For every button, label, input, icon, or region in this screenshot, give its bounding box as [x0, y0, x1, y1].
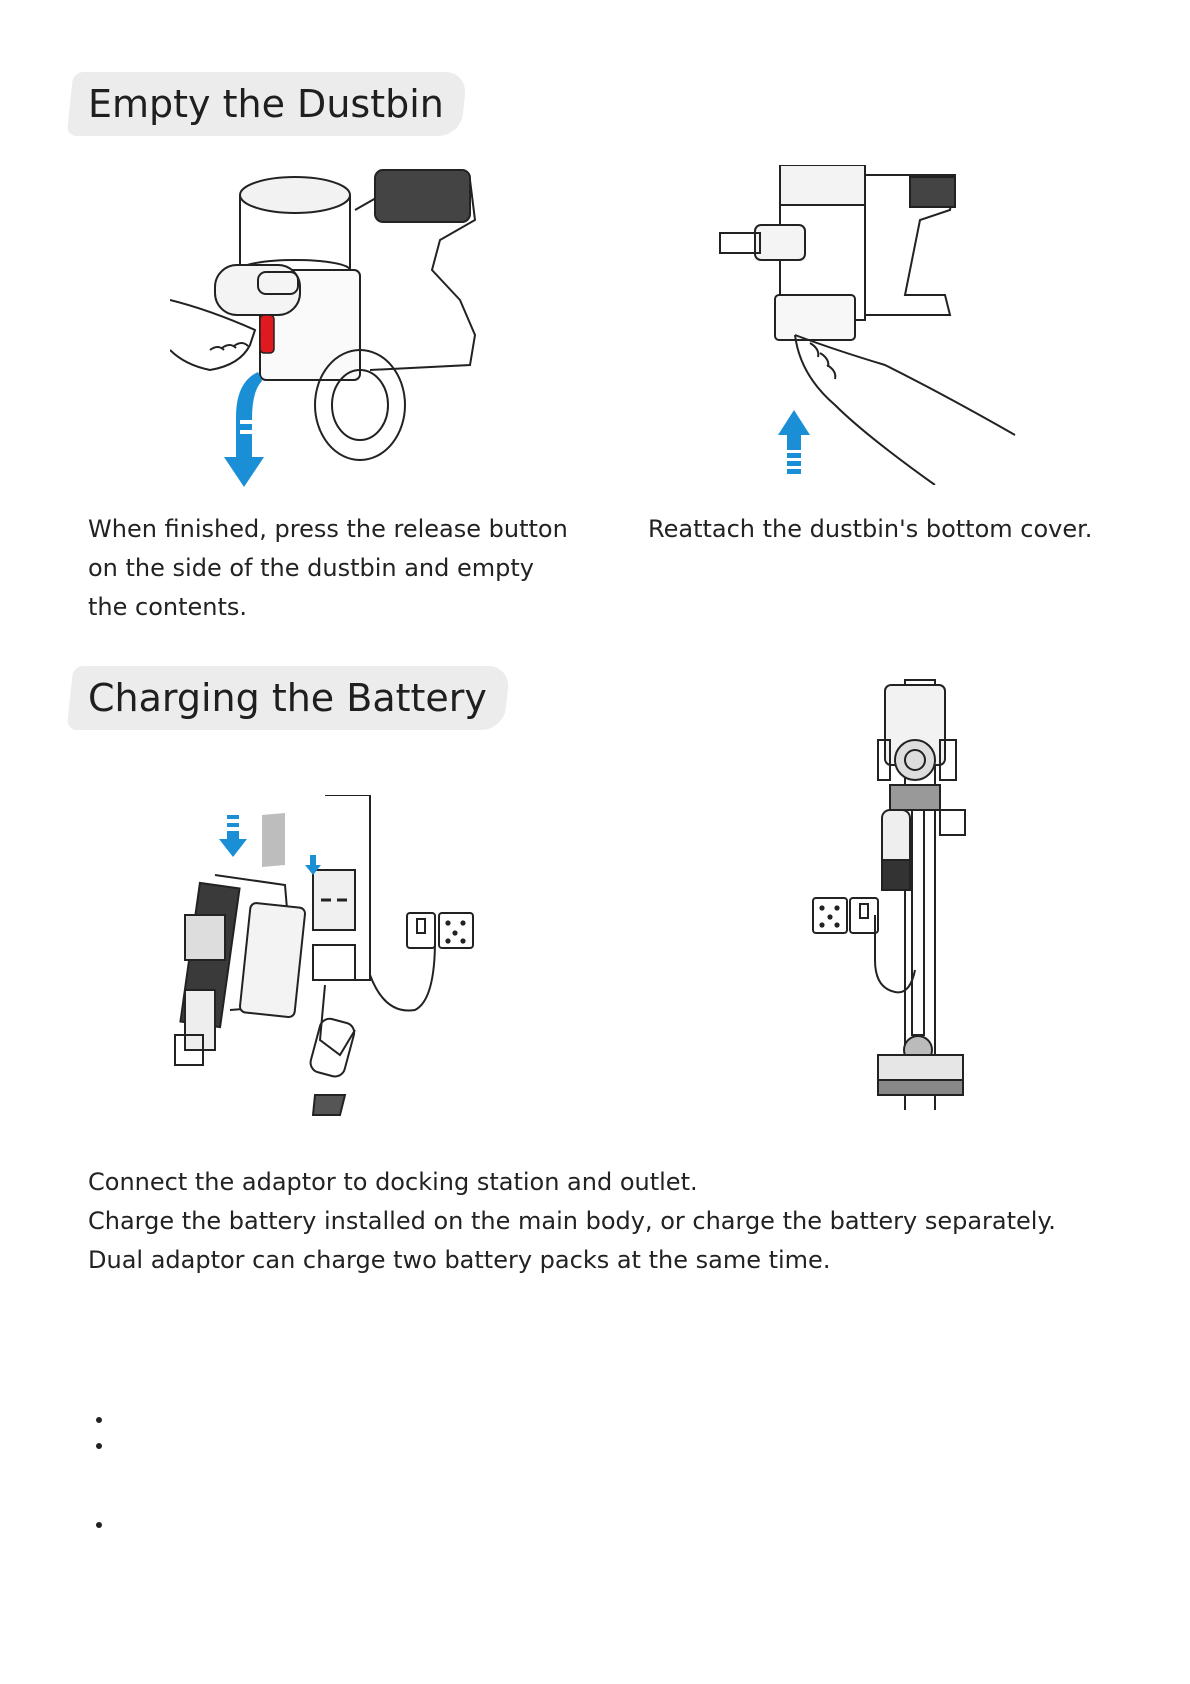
- arrow-down-curved-icon: [224, 372, 264, 487]
- power-outlet-icon: [812, 897, 879, 934]
- figure-vacuum-docked: [812, 679, 966, 1110]
- figure-release-dustbin: [170, 168, 477, 487]
- bullet-marker: [96, 1522, 102, 1528]
- arrow-down-icon: [219, 815, 247, 857]
- caption-reattach-cover: Reattach the dustbin's bottom cover.: [648, 515, 1093, 543]
- power-outlet-icon: [406, 912, 474, 949]
- figure-battery-dock: [174, 795, 474, 1116]
- bullet-marker: [96, 1417, 102, 1423]
- figure-reattach-cover: [719, 165, 1016, 485]
- section-title-charging-battery: Charging the Battery: [66, 666, 511, 730]
- section-title-empty-dustbin: Empty the Dustbin: [66, 72, 468, 136]
- bullet-marker: [96, 1443, 102, 1449]
- caption-release-dustbin: When finished, press the release button …: [88, 515, 568, 621]
- caption-charging: Connect the adaptor to docking station a…: [88, 1168, 1056, 1274]
- arrow-up-icon: [778, 410, 810, 474]
